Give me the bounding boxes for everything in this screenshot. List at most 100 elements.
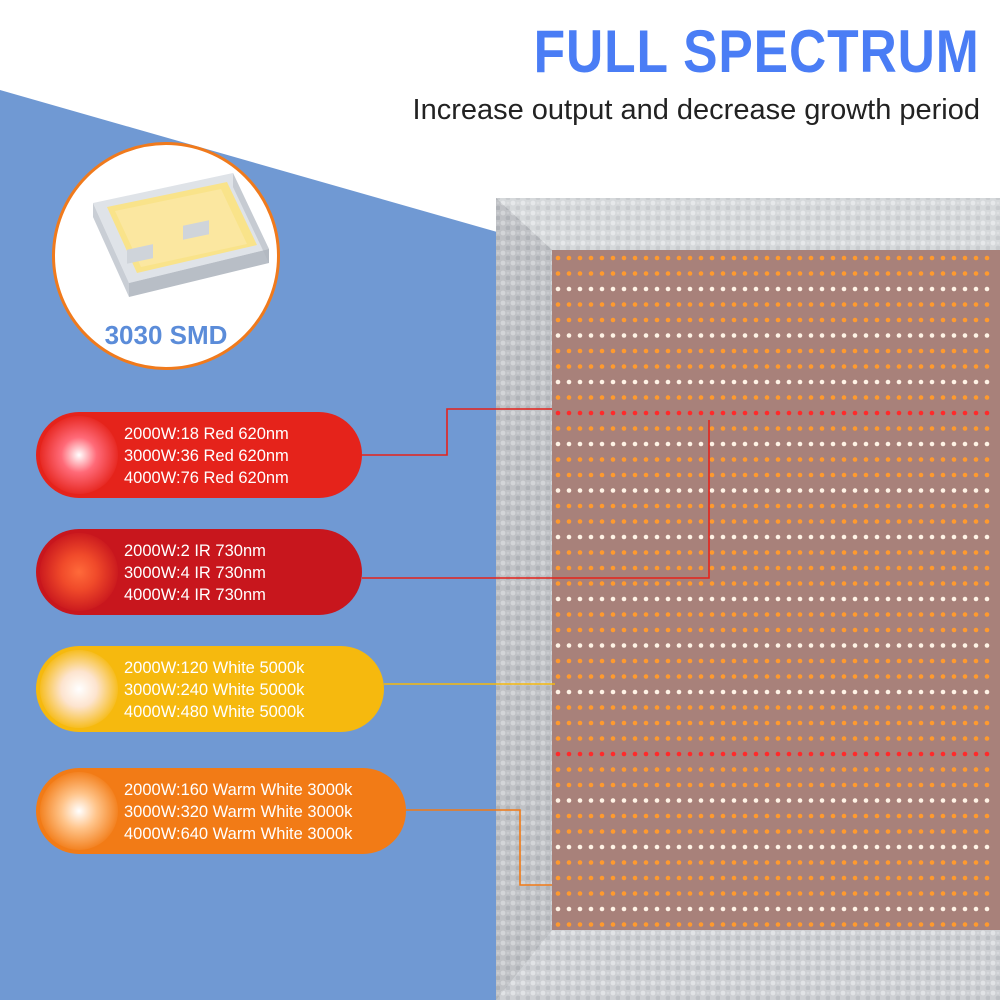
led-dot: [786, 565, 792, 571]
led-dot: [918, 689, 924, 695]
led-dot: [951, 255, 957, 261]
led-dot: [588, 844, 594, 850]
led-dot: [841, 333, 847, 338]
led-dot: [698, 395, 704, 400]
led-dot: [874, 891, 880, 896]
led-dot: [709, 674, 715, 679]
led-dot: [830, 565, 836, 571]
led-dot: [775, 782, 781, 788]
led-dot: [698, 798, 704, 803]
led-dot: [819, 922, 825, 927]
pill-line: 4000W:4 IR 730nm: [124, 586, 266, 604]
led-dot: [566, 581, 572, 586]
led-dot: [797, 534, 803, 540]
led-dot: [885, 286, 891, 292]
led-dot: [940, 829, 946, 834]
led-dot: [676, 596, 682, 602]
led-dot: [786, 333, 792, 338]
led-dot: [566, 519, 572, 524]
led-dot: [687, 720, 693, 726]
led-dot: [819, 426, 825, 431]
led-dot: [940, 643, 946, 648]
led-dot: [962, 565, 968, 571]
led-dot: [764, 813, 770, 819]
led-dot: [863, 891, 869, 896]
led-dot: [676, 255, 682, 261]
led-dot: [632, 751, 638, 757]
led-dot: [962, 472, 968, 478]
led-dot: [654, 860, 660, 865]
led-dot: [753, 333, 759, 338]
led-dot: [951, 457, 957, 462]
led-dot: [764, 534, 770, 540]
led-dot: [775, 410, 781, 416]
led-dot: [830, 472, 836, 478]
led-dot: [797, 643, 803, 648]
led-dot: [951, 379, 957, 385]
led-dot: [797, 503, 803, 509]
led-dot: [929, 271, 935, 276]
led-dot: [808, 565, 814, 571]
led-dot: [786, 627, 792, 633]
led-dot: [863, 751, 869, 757]
led-dot: [610, 891, 616, 896]
led-dot: [775, 426, 781, 431]
led-dot: [852, 705, 858, 710]
led-dot: [687, 550, 693, 555]
led-dot: [709, 627, 715, 633]
led-dot: [819, 643, 825, 648]
led-dot: [654, 271, 660, 276]
led-dot: [665, 581, 671, 586]
led-dot: [984, 271, 990, 276]
led-dot: [610, 457, 616, 462]
led-dot: [775, 751, 781, 757]
led-dot: [775, 581, 781, 586]
led-dot: [654, 736, 660, 741]
led-dot: [654, 379, 660, 385]
led-dot: [709, 844, 715, 850]
led-dot: [632, 720, 638, 726]
led-dot: [742, 844, 748, 850]
led-dot: [676, 643, 682, 648]
led-dot: [775, 286, 781, 292]
led-dot: [929, 829, 935, 834]
led-dot: [885, 550, 891, 555]
led-dot: [940, 736, 946, 741]
led-dot: [874, 472, 880, 478]
led-dot: [885, 255, 891, 261]
led-dot: [885, 829, 891, 834]
led-dot: [896, 844, 902, 850]
led-dot: [918, 860, 924, 865]
led-dot: [907, 488, 913, 493]
led-dot: [808, 891, 814, 896]
led-dot: [918, 596, 924, 602]
led-dot: [709, 286, 715, 292]
led-dot: [654, 829, 660, 834]
led-dot: [654, 875, 660, 881]
led-dot: [808, 798, 814, 803]
led-dot: [742, 565, 748, 571]
led-dot: [786, 364, 792, 369]
led-dot: [830, 627, 836, 633]
led-dot: [731, 441, 737, 447]
led-dot: [588, 689, 594, 695]
led-dot: [863, 333, 869, 338]
led-dot: [742, 751, 748, 757]
led-dot: [808, 550, 814, 555]
led-dot: [808, 255, 814, 261]
led-dot: [984, 736, 990, 741]
led-dot: [643, 829, 649, 834]
led-dot: [577, 271, 583, 276]
led-dot: [654, 348, 660, 354]
led-dot: [643, 922, 649, 927]
led-dot: [643, 503, 649, 509]
led-dot: [973, 674, 979, 679]
led-dot: [852, 550, 858, 555]
led-dot: [577, 906, 583, 912]
led-dot: [962, 674, 968, 679]
led-dot: [731, 333, 737, 338]
led-dot: [742, 364, 748, 369]
led-dot: [940, 813, 946, 819]
led-dot: [566, 364, 572, 369]
led-dot: [896, 736, 902, 741]
